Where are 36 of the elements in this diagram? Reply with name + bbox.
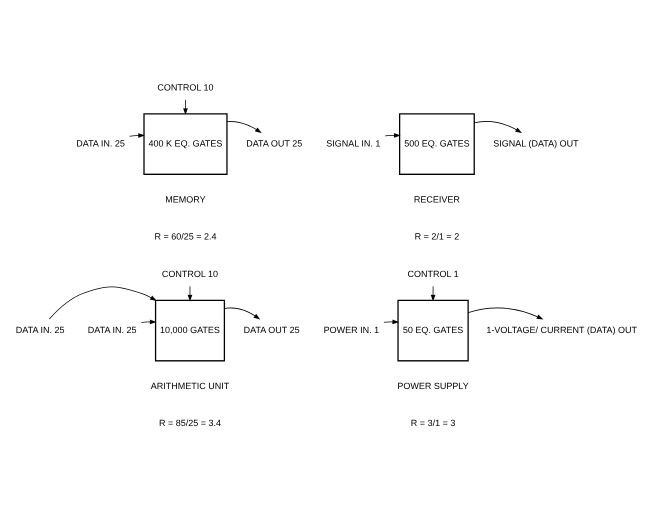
arrow — [188, 286, 192, 302]
arrow — [224, 308, 260, 320]
node-label: ARITHMETIC UNIT — [150, 380, 230, 391]
node-text: SIGNAL IN. 1 — [326, 138, 380, 148]
node-text: CONTROL 10 — [162, 269, 218, 280]
arrow — [430, 286, 436, 302]
node-box: 50 EQ. GATES — [397, 300, 469, 362]
node-text: DATA IN. 25 — [76, 138, 125, 148]
node-text: DATA IN. 25 — [16, 324, 64, 335]
node-text: DATA OUT 25 — [246, 138, 302, 148]
label: R = 60/25 = 2.4 — [154, 232, 217, 242]
arrow — [384, 133, 401, 138]
node-text: CONTROL 1 — [407, 269, 459, 280]
node-box: 10,000 GATES — [154, 300, 226, 362]
arrow — [474, 121, 522, 134]
arrow — [129, 133, 145, 138]
arrow — [384, 320, 400, 324]
arrow — [226, 121, 262, 134]
node-box: 400 K EQ. GATES — [143, 113, 228, 175]
node-text: CONTROL 10 — [157, 82, 214, 93]
arrow — [183, 99, 188, 116]
node-text: 1-VOLTAGE/ CURRENT (DATA) OUT — [486, 324, 638, 335]
arrow — [48, 286, 157, 320]
label: R = 3/1 = 3 — [410, 418, 456, 428]
node-text: DATA IN. 25 — [88, 324, 137, 335]
label: R = 2/1 = 2 — [414, 232, 460, 242]
node-text: SIGNAL (DATA) OUT — [493, 138, 579, 148]
node-text: POWER IN. 1 — [324, 324, 380, 335]
arrow — [140, 320, 157, 324]
arrow — [468, 308, 544, 320]
label: R = 85/25 = 3.4 — [158, 418, 222, 428]
node-label: POWER SUPPLY — [397, 380, 469, 391]
node-label: RECEIVER — [414, 194, 460, 204]
node-label: MEMORY — [165, 194, 206, 204]
node-box: 500 EQ. GATES — [399, 113, 475, 175]
node-text: DATA OUT 25 — [244, 324, 300, 335]
